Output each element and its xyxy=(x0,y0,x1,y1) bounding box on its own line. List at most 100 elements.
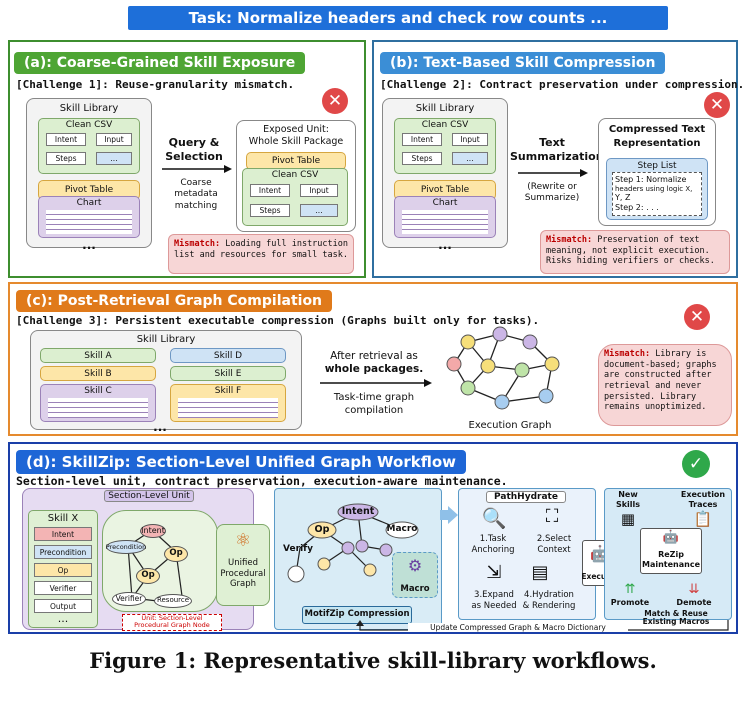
rewrite-1: (Rewrite or xyxy=(527,182,577,192)
ellipsis: ... xyxy=(438,238,452,252)
mr-1: Match & Reuse xyxy=(644,609,708,618)
arrow-a xyxy=(162,165,232,173)
ph2b: Context xyxy=(537,544,571,555)
node-op-2 xyxy=(136,568,160,584)
task-anchoring-icon: 🔍 xyxy=(481,506,507,530)
update-label: Update Compressed Graph & Macro Dictiona… xyxy=(408,623,628,632)
unified-graph-card xyxy=(216,524,270,606)
ellipsis: ... xyxy=(57,612,69,625)
fail-icon: ✕ xyxy=(704,92,730,118)
promote-icon: ⇈ xyxy=(624,582,636,597)
skill-library-label: Skill Library xyxy=(136,334,196,345)
chart-label: Chart xyxy=(76,198,102,208)
arrow-c xyxy=(320,379,432,387)
step-list-body: Step 1: Normalize headers using logic X,… xyxy=(612,172,702,216)
mismatch-a: Mismatch: Loading full instruction list … xyxy=(168,234,354,274)
compressed-label-2: Representation xyxy=(613,138,701,149)
ph3b: as Needed xyxy=(471,600,517,611)
pathhydrate-panel xyxy=(458,488,596,620)
mismatch-text: Loading full instruction list and resour… xyxy=(174,239,349,260)
motif-verify: Verify xyxy=(283,544,313,554)
panel-a xyxy=(8,40,366,278)
unit-note-1: Unit: Section-Level xyxy=(141,614,203,622)
matching-text: matching xyxy=(174,200,218,211)
row-op: Op xyxy=(34,563,92,577)
executor-label: Executor xyxy=(581,572,619,581)
node-verifier-label: Verifier xyxy=(115,594,143,603)
panel-c xyxy=(8,282,738,436)
mismatch-c: Mismatch: Library is document-based; gra… xyxy=(598,344,732,426)
tt-1: Task-time graph xyxy=(333,392,415,403)
intent-box: Intent xyxy=(46,133,86,146)
figure-caption: Figure 1: Representative skill-library w… xyxy=(89,648,657,673)
motif-macro: Macro xyxy=(386,524,418,534)
motif-graph xyxy=(287,503,419,583)
macro-icon: ⚙ xyxy=(407,556,423,575)
input-box: Input xyxy=(452,133,488,146)
skill-a xyxy=(40,348,156,363)
intent-box: Intent xyxy=(402,133,442,146)
execution-graph xyxy=(446,326,560,410)
chart-lines xyxy=(46,210,132,234)
motif-op: Op xyxy=(314,524,330,535)
slu-label: Section-Level Unit xyxy=(104,490,194,502)
intent-box-2: Intent xyxy=(250,184,290,197)
exposed-label-2: Whole Skill Package xyxy=(248,136,344,147)
steps-box-2: Steps xyxy=(250,204,290,217)
upg-3: Graph xyxy=(229,579,257,590)
new-2: Skills xyxy=(615,500,641,509)
skill-e xyxy=(170,366,286,381)
ph4a: 4.Hydration xyxy=(524,590,574,600)
more-box-2: ... xyxy=(300,204,338,217)
selection-text: Selection xyxy=(165,149,223,163)
arrow-to-pathhydrate xyxy=(440,506,458,524)
new-skills-icon: ▦ xyxy=(620,510,636,528)
new-1: New xyxy=(618,490,638,499)
macro-label: Macro xyxy=(400,584,430,594)
d-subtitle: Section-level unit, contract preservatio… xyxy=(16,474,508,488)
success-icon: ✓ xyxy=(682,450,710,478)
step-list-label: Step List xyxy=(637,161,677,171)
ellipsis: ... xyxy=(82,238,96,252)
promote-label: Promote xyxy=(610,598,650,607)
query-selection: Query &Selection xyxy=(158,136,230,164)
rz-1: ReZip xyxy=(658,550,684,559)
clean-csv-label: Clean CSV xyxy=(421,120,469,130)
node-resource xyxy=(154,594,192,608)
steps-box: Steps xyxy=(402,152,442,165)
pivot-label: Pivot Table xyxy=(64,185,114,195)
skill-b-label: Skill B xyxy=(84,369,112,379)
select-context-icon: ⛶ xyxy=(545,506,559,527)
row-intent: Intent xyxy=(34,527,92,541)
pivot-label-2: Pivot Table xyxy=(271,156,321,166)
skill-library-label: Skill Library xyxy=(415,103,475,114)
after-1: After retrieval as xyxy=(330,350,418,362)
input-box: Input xyxy=(96,133,132,146)
step-1c: Y, Z xyxy=(615,192,631,202)
panel-b xyxy=(372,40,738,278)
clean-csv-label-2: Clean CSV xyxy=(271,170,319,180)
node-op-2-label: Op xyxy=(141,570,155,580)
rz-2: Maintenance xyxy=(641,560,700,569)
chart-label: Chart xyxy=(432,198,458,208)
node-resource-label: Resource xyxy=(156,596,190,604)
rezip-icon: 🤖 xyxy=(662,530,680,545)
upg-1: Unified xyxy=(228,558,258,568)
node-intent xyxy=(140,524,166,538)
mismatch-b: Mismatch: Preservation of text meaning, … xyxy=(540,230,730,274)
text-label: Text xyxy=(539,136,565,149)
panel-d xyxy=(8,442,738,634)
node-op-label: Op xyxy=(169,548,183,558)
ph2a: 2.Select xyxy=(536,534,572,544)
traces-icon: 📋 xyxy=(693,510,713,528)
mismatch-text: Preservation of text meaning, not explic… xyxy=(546,235,715,267)
coarse-text: Coarse xyxy=(180,178,212,188)
